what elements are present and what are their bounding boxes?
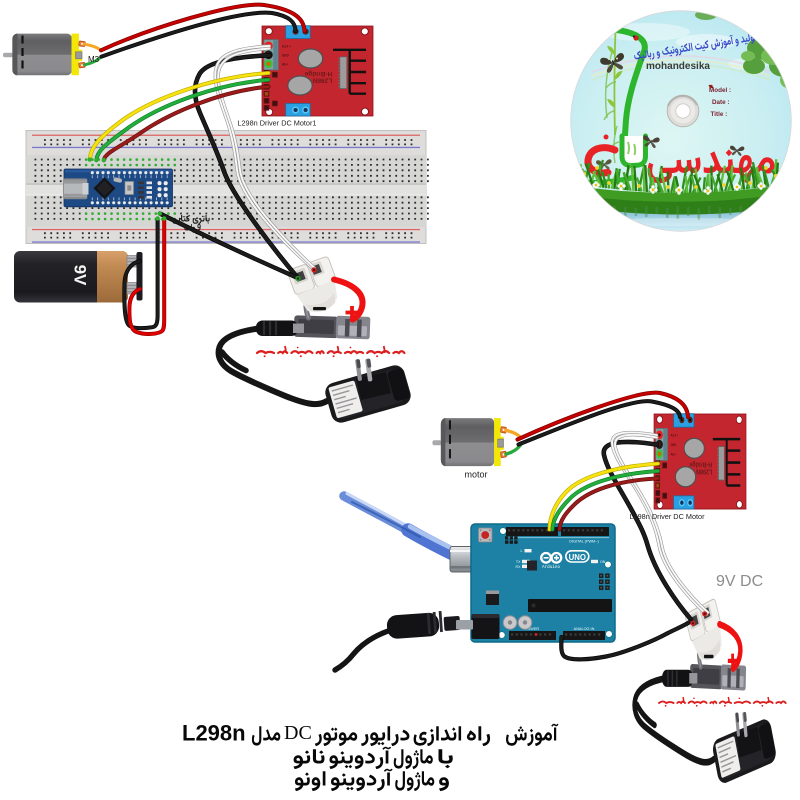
svg-text:DC: DC xyxy=(284,722,312,744)
svg-text:L298n Driver DC Motor1: L298n Driver DC Motor1 xyxy=(237,119,316,128)
svg-text:9V DC: 9V DC xyxy=(716,573,763,590)
svg-text:ANALOG IN: ANALOG IN xyxy=(574,627,595,631)
svg-text:RX: RX xyxy=(516,565,522,569)
svg-text:motor: motor xyxy=(464,470,487,480)
svg-text:TX: TX xyxy=(516,560,521,564)
svg-text:Date :: Date : xyxy=(712,99,730,106)
svg-text:mohandesika: mohandesika xyxy=(646,61,710,72)
svg-text:Title :: Title : xyxy=(711,111,728,118)
svg-text:9V: 9V xyxy=(71,265,90,286)
svg-text:L298n Driver DC Motor: L298n Driver DC Motor xyxy=(630,512,706,521)
svg-text:ON: ON xyxy=(600,560,606,564)
svg-text:UNO: UNO xyxy=(569,553,586,562)
svg-text:M3: M3 xyxy=(88,55,100,64)
svg-text:POWER: POWER xyxy=(525,627,540,631)
svg-text:Arduino: Arduino xyxy=(542,565,560,570)
svg-text:Model :: Model : xyxy=(709,87,731,94)
svg-text:DIGITAL (PWM~): DIGITAL (PWM~) xyxy=(569,540,599,544)
svg-text:L: L xyxy=(521,549,523,553)
svg-text:L298n: L298n xyxy=(182,721,246,746)
